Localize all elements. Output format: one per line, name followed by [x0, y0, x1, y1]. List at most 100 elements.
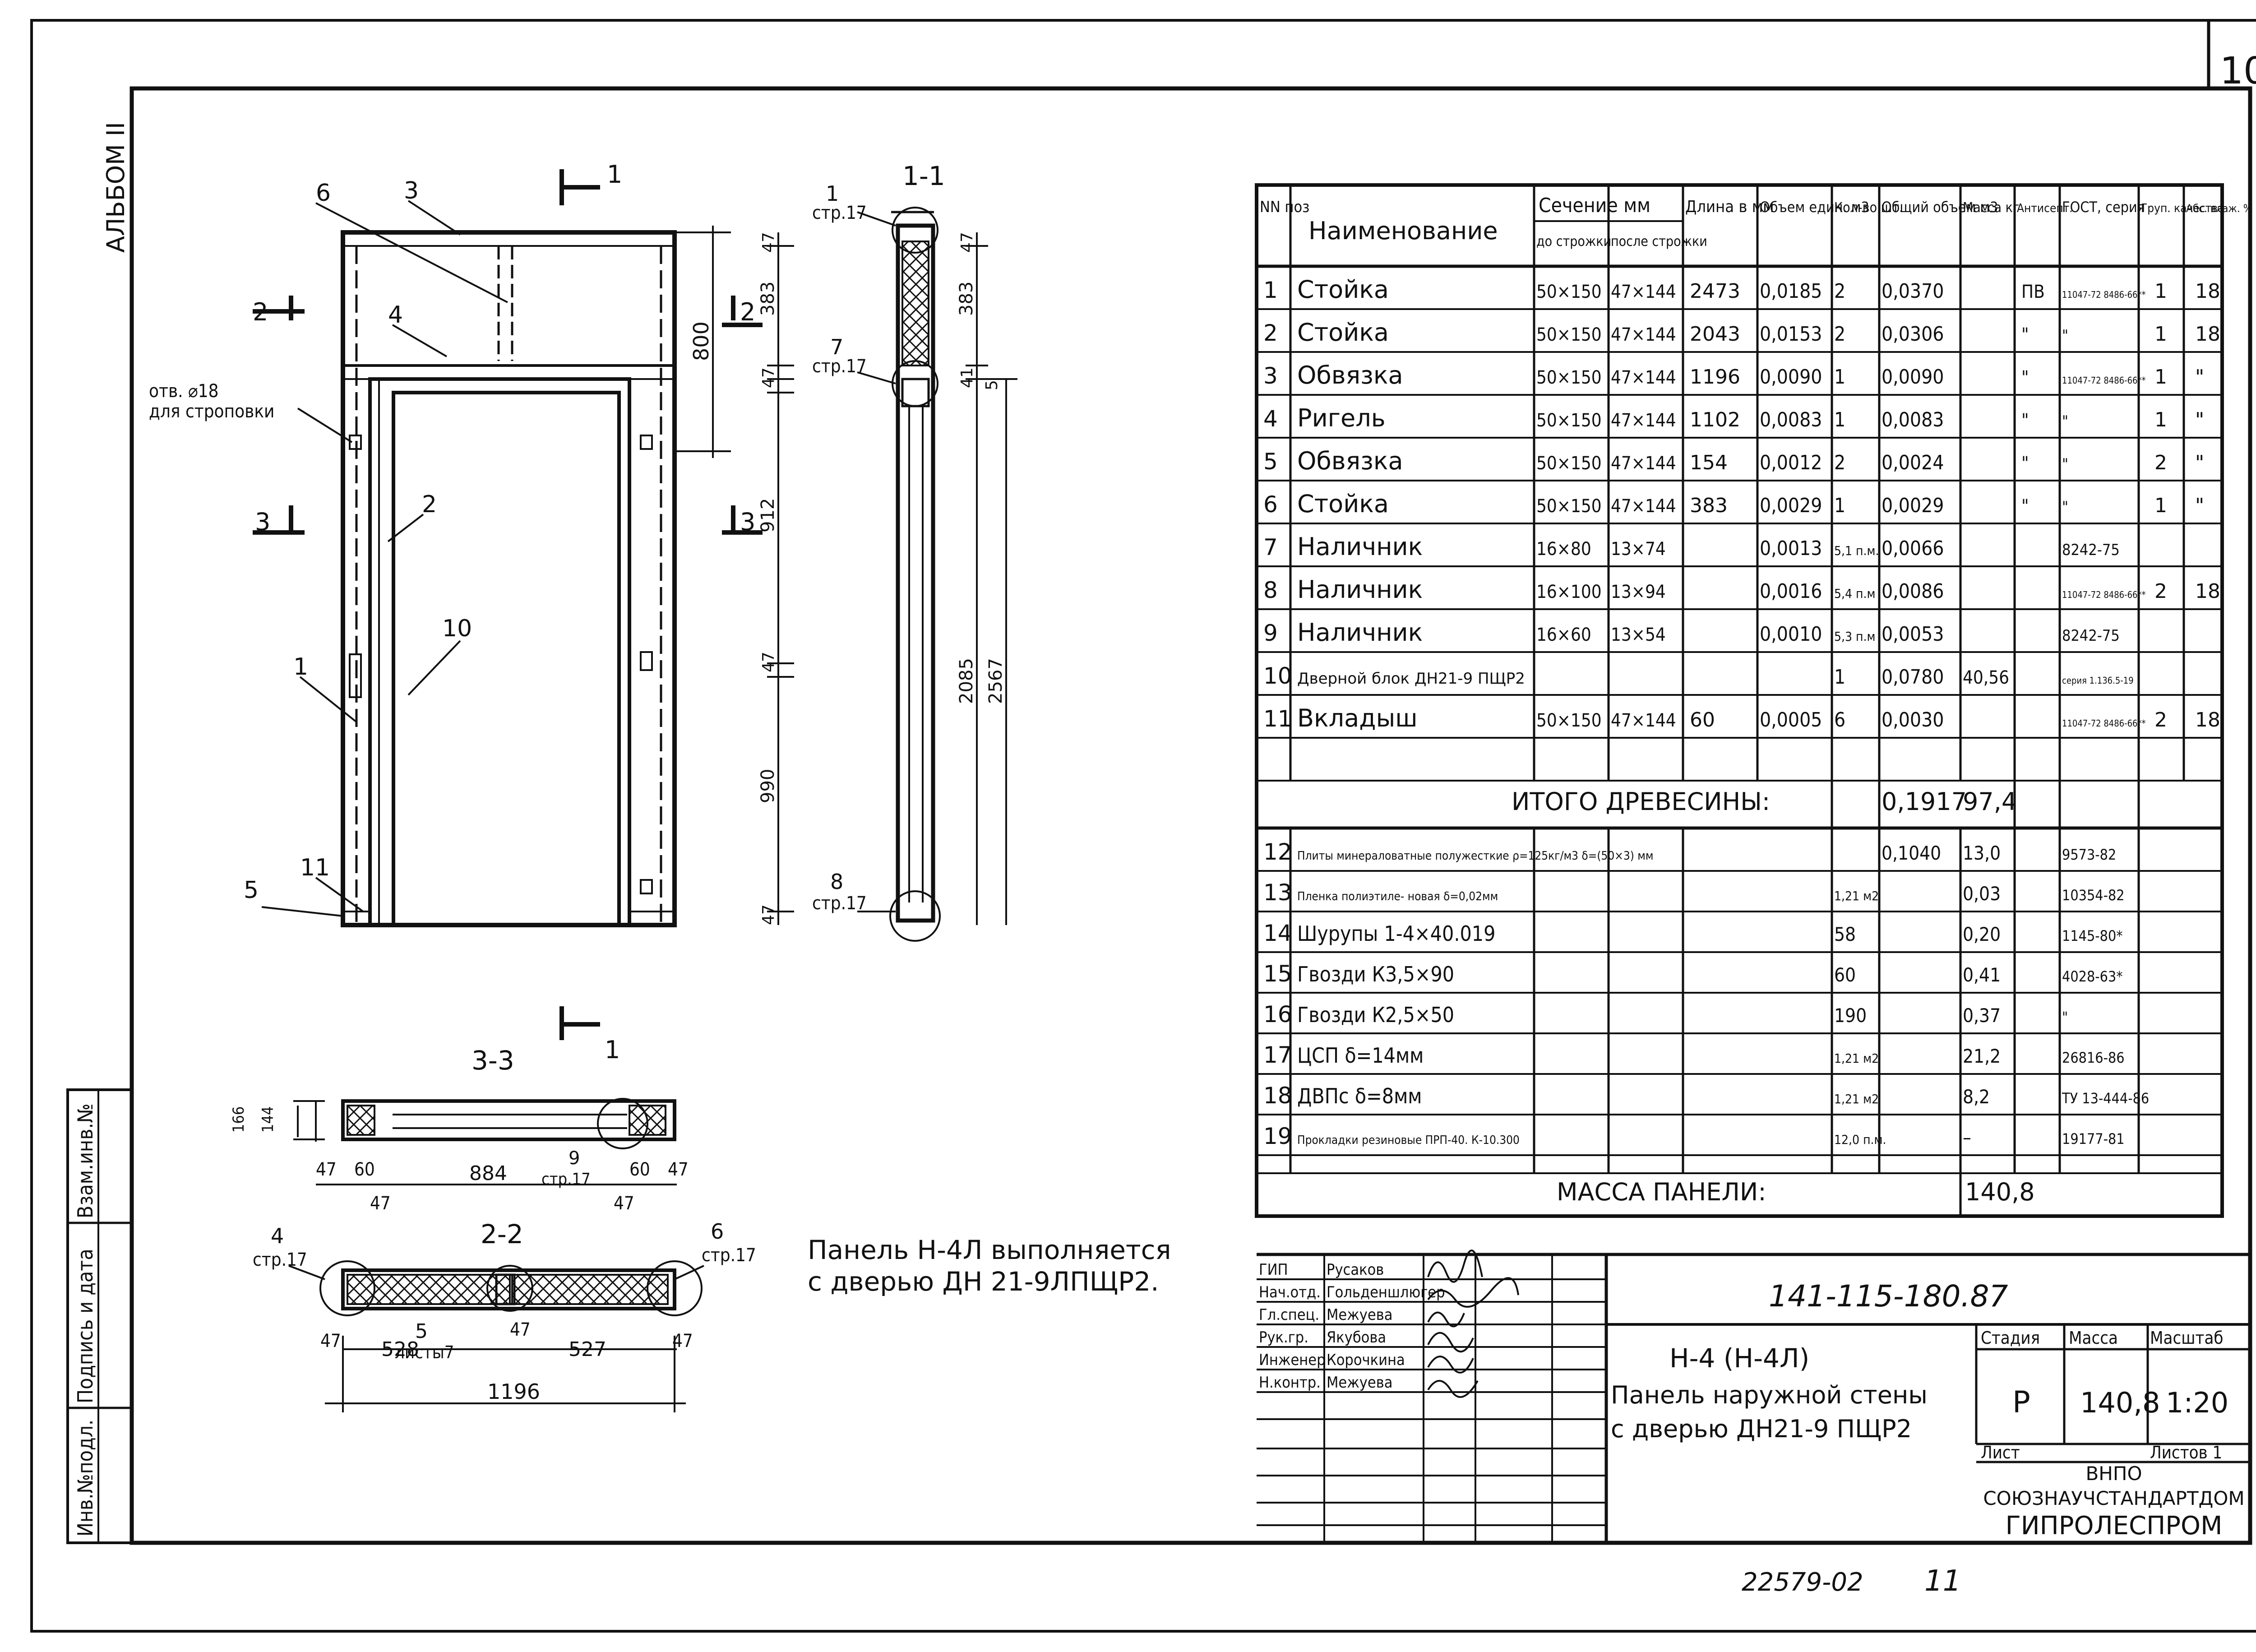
cell-name: ДВПс δ=8мм [1297, 1084, 1422, 1108]
pos-4: 4 [388, 301, 403, 329]
note-line-2: с дверью ДН 21-9ЛПЩР2. [808, 1266, 1159, 1297]
hdr-humidity: Абс. влаж. % [2186, 202, 2252, 215]
pos-9: 9 [569, 1148, 580, 1169]
cell-volume: 0,0005 [1760, 708, 1822, 731]
hdr-length: Длина в мм [1685, 198, 1774, 216]
cell-volume: 0,0083 [1760, 408, 1822, 431]
cell-gost: 19177-81 [2062, 1130, 2125, 1148]
tb-role: Гл.спец. [1259, 1306, 1319, 1324]
section-3-3-title: 3-3 [472, 1045, 514, 1076]
dim-2567: 2567 [985, 658, 1006, 704]
hdr-antisept: Антисепт. [2017, 202, 2073, 215]
pos-10: 10 [442, 615, 472, 642]
tb-name: Якубова [1327, 1328, 1386, 1347]
cell-pos: 16 [1263, 1001, 1292, 1027]
front-labels: 6 3 4 2 10 1 5 11 отв. ⌀18 для строповки… [149, 160, 755, 1064]
tb-role: ГИП [1259, 1261, 1288, 1279]
cell-name: Вкладыш [1297, 704, 1418, 732]
footer-page: 11 [1924, 1564, 1961, 1598]
cell-antisept: " [2021, 324, 2029, 345]
cell-volume: 0,0029 [1760, 494, 1822, 517]
cell-name: Обвязка [1297, 447, 1403, 475]
mass-value: 140,8 [2080, 1386, 2160, 1419]
scale-value: 1:20 [2166, 1386, 2228, 1419]
str17-b: стр.17 [812, 356, 867, 377]
sheets-label: Листов 1 [2150, 1443, 2222, 1462]
cell-gost: " [2062, 455, 2068, 473]
cell-gost: серия 1.136.5-19 [2062, 675, 2134, 686]
cell-name: Прокладки резиновые ПРП-40. К-10.300 [1297, 1134, 1520, 1147]
scale-label: Масштаб [2150, 1328, 2223, 1348]
org-1: ВНПО [2085, 1462, 2142, 1485]
cell-after: 47×144 [1611, 324, 1676, 345]
cell-after: 13×54 [1611, 625, 1666, 645]
dim22-47a: 47 [320, 1331, 341, 1351]
cell-total-vol: 0,0024 [1882, 451, 1944, 474]
cell-pos: 14 [1263, 920, 1292, 946]
mass-panel-label: МАССА ПАНЕЛИ: [1557, 1178, 1766, 1206]
hdr-qty: Кол-во шт. [1834, 200, 1903, 216]
section-1-1 [767, 207, 1017, 942]
cell-name: Стойка [1297, 318, 1389, 347]
cell-length: 154 [1690, 451, 1728, 474]
pos-5: 5 [244, 877, 259, 904]
cell-before: 50×150 [1536, 282, 1602, 302]
stage-value: Р [2012, 1385, 2030, 1420]
doc-code: 141-115-180.87 [1769, 1279, 2008, 1314]
cell-pos: 9 [1263, 620, 1278, 646]
tb-role: Н.контр. [1259, 1374, 1321, 1392]
dim-383-r: 383 [956, 282, 977, 316]
hdr-mass: Масса кг [1963, 200, 2019, 216]
dim22-528: 528 [381, 1338, 419, 1361]
mass-panel-value: 140,8 [1965, 1178, 2035, 1206]
cell-length: 1102 [1690, 408, 1740, 431]
pos-1-sec: 1 [826, 181, 839, 206]
cell-humidity: " [2195, 451, 2204, 474]
cell-pos: 1 [1263, 277, 1278, 303]
cell-gost: ТУ 13-444-86 [2062, 1090, 2149, 1107]
title-line-2: с дверью ДН21-9 ПЩР2 [1611, 1415, 1912, 1443]
dim33-47b: 47 [668, 1159, 689, 1180]
dim33-47d: 47 [614, 1193, 634, 1214]
cell-qty: 1,21 м2 [1834, 1092, 1879, 1106]
cell-humidity: 18 [2195, 280, 2220, 303]
cell-total-vol: 0,0090 [1882, 366, 1944, 389]
cell-humidity: 18 [2195, 323, 2220, 346]
cell-qty: 5,1 п.м. [1834, 543, 1879, 558]
org-2: СОЮЗНАУЧСТАНДАРТДОМ [1983, 1487, 2244, 1509]
cell-after: 47×144 [1611, 282, 1676, 302]
cell-humidity: 18 [2195, 580, 2220, 603]
cell-volume: 0,0013 [1760, 537, 1822, 560]
section-1-1-title: 1-1 [902, 161, 945, 191]
hole-note: отв. ⌀18 [149, 381, 218, 402]
cell-pos: 13 [1263, 879, 1292, 906]
cell-volume: 0,0090 [1760, 366, 1822, 389]
dim33-47c: 47 [370, 1193, 391, 1214]
cell-after: 47×144 [1611, 367, 1676, 388]
section-1-1-labels: 1-1 1 стр.17 7 стр.17 8 стр.17 383 912 9… [758, 161, 1006, 925]
cell-name: Шурупы 1-4×40.019 [1297, 921, 1495, 946]
cell-name: Гвозди К3,5×90 [1297, 962, 1454, 986]
dim22-527: 527 [569, 1338, 606, 1361]
dim33-47: 47 [316, 1159, 337, 1180]
cell-mass: 0,03 [1963, 883, 2001, 905]
cell-antisept: " [2021, 496, 2029, 517]
cell-pos: 19 [1263, 1123, 1292, 1149]
tb-name: Межуева [1327, 1374, 1392, 1392]
cell-mass: 0,37 [1963, 1004, 2001, 1027]
section-3-3 [293, 1098, 677, 1185]
cell-before: 50×150 [1536, 410, 1602, 431]
cell-length: 2043 [1690, 323, 1740, 346]
pos-4-s: 4 [271, 1224, 284, 1248]
cell-name: Наличник [1297, 532, 1423, 561]
cell-pos: 8 [1263, 577, 1278, 603]
dim22-47b: 47 [510, 1319, 531, 1340]
spec-table [1255, 183, 2224, 1218]
cell-after: 47×144 [1611, 410, 1676, 431]
cell-group: 1 [2154, 408, 2167, 431]
cell-gost: " [2062, 412, 2068, 430]
cell-humidity: " [2195, 408, 2204, 431]
title-block [1257, 1249, 2250, 1543]
